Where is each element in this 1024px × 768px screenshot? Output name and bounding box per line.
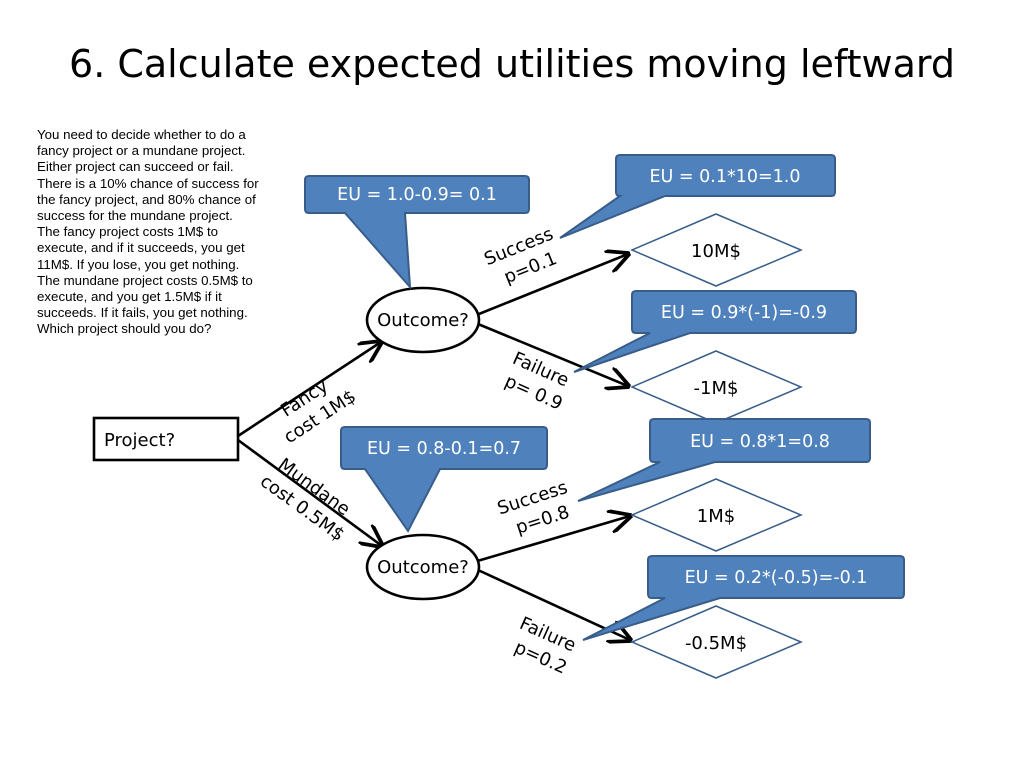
callout-mundane-failure-eu-text: EU = 0.2*(-0.5)=-0.1	[685, 568, 868, 588]
callout-fancy-failure-eu: EU = 0.9*(-1)=-0.9	[573, 290, 857, 373]
edge-fancy	[237, 342, 381, 438]
tree-edges	[237, 254, 630, 640]
decision-node	[92, 416, 240, 462]
chance-node-fancy	[365, 286, 481, 354]
branch-label-fancy-failure: Failure p= 0.9	[500, 348, 578, 416]
payoff-node-fancy-failure	[630, 350, 803, 424]
callout-fancy-failure-eu-text: EU = 0.9*(-1)=-0.9	[661, 303, 827, 323]
payoff-mundane-success-label: 1M$	[697, 506, 735, 527]
callout-mundane-failure-eu: EU = 0.2*(-0.5)=-0.1	[582, 555, 905, 641]
callout-fancy-success-eu-text: EU = 0.1*10=1.0	[650, 167, 801, 187]
edge-fancy-success	[473, 254, 628, 318]
chance-node-fancy-label: Outcome?	[377, 310, 469, 331]
callout-fancy-eu-text: EU = 1.0-0.9= 0.1	[337, 185, 497, 205]
callout-mundane-eu-text: EU = 0.8-0.1=0.7	[367, 439, 521, 459]
callout-fancy-success-eu: EU = 0.1*10=1.0	[559, 154, 836, 239]
slide-title: 6. Calculate expected utilities moving l…	[69, 42, 955, 86]
callout-mundane-success-eu-text: EU = 0.8*1=0.8	[690, 432, 830, 452]
branch-label-mundane-failure: Failure p=0.2	[507, 613, 585, 681]
payoff-fancy-failure-label: -1M$	[694, 378, 739, 399]
edge-mundane-success	[473, 516, 630, 564]
payoff-node-mundane-failure	[630, 605, 803, 679]
chance-node-mundane	[365, 533, 481, 601]
payoff-fancy-success-label: 10M$	[691, 241, 741, 262]
decision-node-label: Project?	[104, 430, 175, 451]
payoff-mundane-failure-label: -0.5M$	[685, 633, 747, 654]
callout-mundane-eu: EU = 0.8-0.1=0.7	[340, 426, 548, 533]
branch-label-mundane-success: Success p=0.8	[495, 475, 583, 542]
payoff-node-mundane-success	[630, 478, 803, 552]
callout-mundane-success-eu: EU = 0.8*1=0.8	[577, 418, 871, 502]
problem-description: You need to decide whether to do a fancy…	[37, 127, 259, 337]
payoff-node-fancy-success	[630, 213, 803, 287]
callout-fancy-eu: EU = 1.0-0.9= 0.1	[304, 175, 530, 290]
chance-node-mundane-label: Outcome?	[377, 557, 469, 578]
edge-mundane	[237, 438, 382, 546]
edge-fancy-failure	[477, 322, 628, 386]
